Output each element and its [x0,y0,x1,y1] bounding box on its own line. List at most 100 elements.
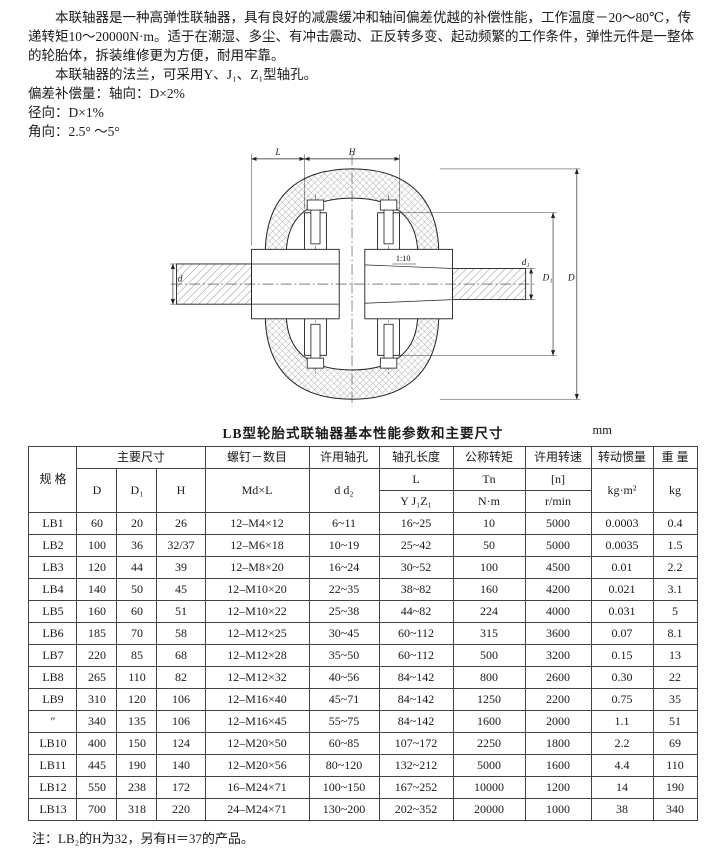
table-cell: 50 [116,578,158,601]
table-cell: 550 [76,776,118,799]
table-cell: 84~142 [378,710,454,733]
table-cell: 12–M12×25 [204,622,310,645]
table-cell: 36 [116,534,158,557]
table-cell: 12–M10×22 [204,600,310,623]
compensation-axial: 偏差补偿量：轴向：D×2% [28,86,185,101]
table-cell: 12–M10×20 [204,578,310,601]
header-weight-unit: kg [652,468,698,513]
table-cell: 0.4 [652,512,698,535]
table-cell: 120 [116,688,158,711]
table-cell: 150 [116,732,158,755]
table-cell: LB7 [28,644,78,667]
table-cell: 0.0035 [590,534,654,557]
header-inertia-unit: kg·m² [590,468,654,513]
header-col-H: H [156,468,206,513]
table-cell: 30~45 [308,622,380,645]
table-cell: 800 [452,666,526,689]
table-cell: 60~112 [378,644,454,667]
table-cell: 85 [116,644,158,667]
table-cell: 68 [156,644,206,667]
table-cell: 5000 [524,512,592,535]
table-cell: 13 [652,644,698,667]
table-cell: 3200 [524,644,592,667]
table-cell: 25~38 [308,600,380,623]
table-cell: 60~112 [378,622,454,645]
table-title-row: LB型轮胎式联轴器基本性能参数和主要尺寸 mm [28,422,698,442]
table-cell: 12–M16×45 [204,710,310,733]
header-length: 轴孔长度 [378,446,454,469]
table-cell: 2600 [524,666,592,689]
table-cell: 0.021 [590,578,654,601]
dim-label-D1: D₁ [542,272,553,282]
table-cell: 12–M20×50 [204,732,310,755]
table-cell: 110 [652,754,698,777]
table-cell: 3.1 [652,578,698,601]
header-col-D1: D₁ [116,468,158,513]
table-cell: 140 [156,754,206,777]
table-cell: 0.30 [590,666,654,689]
table-cell: 10000 [452,776,526,799]
header-inertia: 转动惯量 [590,446,654,469]
table-cell: 82 [156,666,206,689]
table-cell: 30~52 [378,556,454,579]
table-cell: 190 [652,776,698,799]
table-cell: 60 [76,512,118,535]
table-cell: 106 [156,710,206,733]
table-cell: 12–M6×18 [204,534,310,557]
table-cell: 1.1 [590,710,654,733]
table-cell: LB10 [28,732,78,755]
table-title: LB型轮胎式联轴器基本性能参数和主要尺寸 [222,426,504,441]
table-cell: 124 [156,732,206,755]
coupling-section-drawing: 1:10 L H d d₁ D₁ [170,147,581,407]
table-cell: 1800 [524,732,592,755]
table-cell: 16~24 [308,556,380,579]
table-cell: 202~352 [378,798,454,821]
header-spec: 规 格 [28,446,78,513]
table-cell: 12–M12×32 [204,666,310,689]
header-bore-sub: d d₂ [308,468,380,513]
table-cell: 445 [76,754,118,777]
table-cell: 35~50 [308,644,380,667]
table-cell: 22~35 [308,578,380,601]
table-cell: 0.07 [590,622,654,645]
table-cell: 38 [590,798,654,821]
table-cell: LB11 [28,754,78,777]
table-cell: 69 [652,732,698,755]
table-cell: 185 [76,622,118,645]
table-cell: 12–M4×12 [204,512,310,535]
table-cell: LB6 [28,622,78,645]
table-cell: 5000 [452,754,526,777]
table-cell: 44~82 [378,600,454,623]
table-cell: 84~142 [378,666,454,689]
table-cell: 4500 [524,556,592,579]
table-cell: 0.75 [590,688,654,711]
table-cell: 58 [156,622,206,645]
header-weight: 重 量 [652,446,698,469]
table-unit-label: mm [592,423,612,437]
table-cell: 12–M20×56 [204,754,310,777]
table-cell: 50 [452,534,526,557]
table-cell: 220 [156,798,206,821]
table-cell: 2.2 [652,556,698,579]
table-cell: 84~142 [378,688,454,711]
table-cell: 190 [116,754,158,777]
table-cell: LB3 [28,556,78,579]
header-torque-unit: N·m [452,490,526,513]
table-cell: 10 [452,512,526,535]
table-cell: 340 [652,798,698,821]
table-cell: 4200 [524,578,592,601]
nut-bottom-right [379,357,398,369]
table-cell: 106 [156,688,206,711]
table-cell: 4.4 [590,754,654,777]
table-cell: 2000 [524,710,592,733]
table-cell: 51 [652,710,698,733]
table-cell: 20 [116,512,158,535]
header-main-dims: 主要尺寸 [76,446,206,469]
header-bore: 许用轴孔 [308,446,380,469]
